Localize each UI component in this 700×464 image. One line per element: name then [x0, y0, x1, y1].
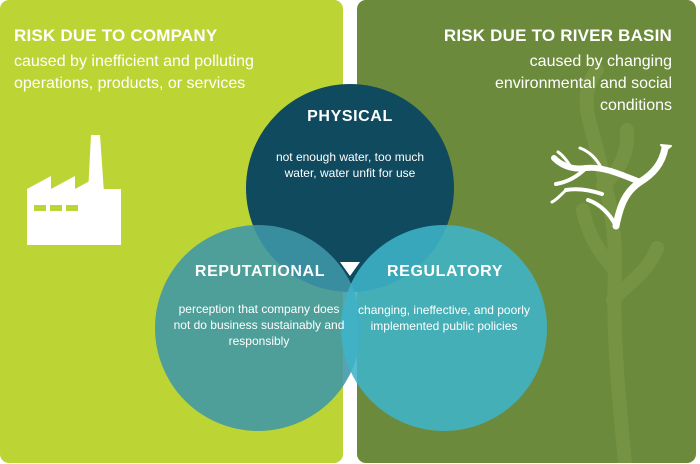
- reputational-title: REPUTATIONAL: [194, 263, 326, 280]
- reputational-description: perception that company does not do busi…: [173, 302, 345, 348]
- river-basin-risk-description: caused by changing environmental and soc…: [495, 53, 672, 114]
- company-risk-description: caused by inefficient and polluting oper…: [14, 53, 254, 92]
- river-basin-risk-title: RISK DUE TO RIVER BASIN: [443, 26, 672, 45]
- river-watermark-icon: [576, 63, 664, 463]
- regulatory-description: changing, ineffective, and poorly implem…: [358, 303, 530, 333]
- company-risk-title: RISK DUE TO COMPANY: [14, 26, 218, 45]
- factory-icon: [27, 135, 121, 245]
- center-marker: [340, 262, 360, 276]
- river-tributary-icon: [550, 144, 672, 230]
- regulatory-circle: [341, 225, 547, 431]
- reputational-circle: [155, 225, 361, 431]
- regulatory-title: REGULATORY: [387, 263, 503, 280]
- physical-title: PHYSICAL: [307, 108, 393, 125]
- physical-description: not enough water, too much water, water …: [275, 150, 425, 180]
